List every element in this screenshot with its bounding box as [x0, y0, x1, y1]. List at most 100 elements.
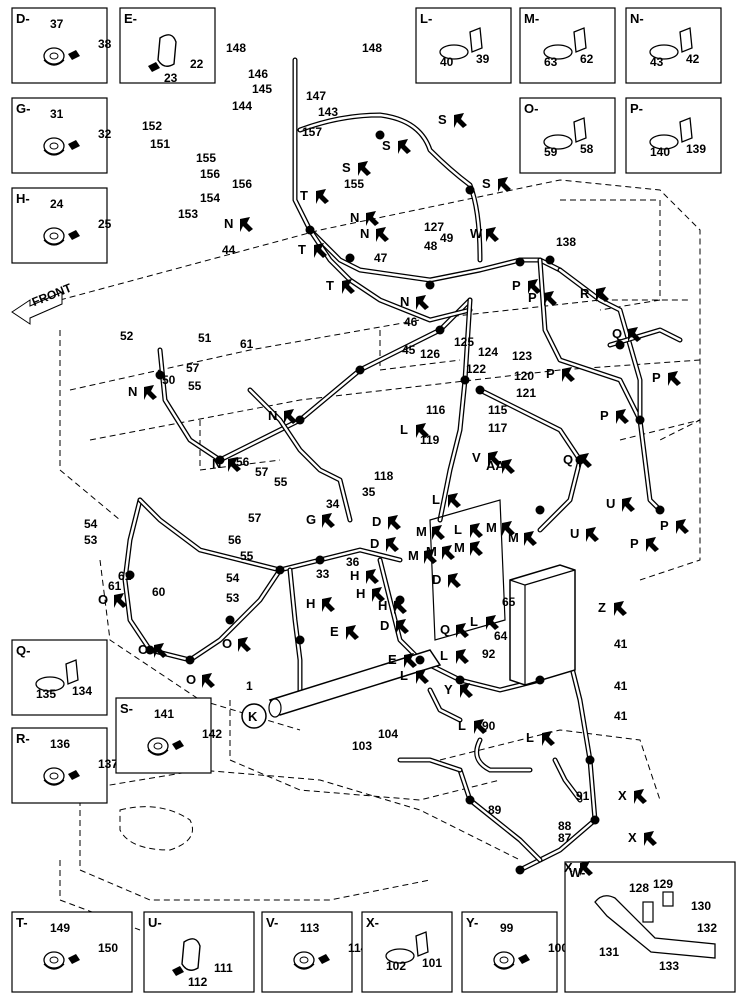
callout-p: P [528, 290, 557, 306]
callout-s: S [438, 112, 467, 128]
callout-arrow [474, 719, 487, 734]
callout-d: D [370, 536, 399, 552]
legend-part-number: 37 [50, 17, 64, 31]
callout-arrow [524, 531, 537, 546]
callout-arrow [486, 615, 499, 630]
callout-letter: S [342, 160, 351, 175]
part-number: 87 [558, 831, 572, 845]
part-number: 46 [404, 315, 418, 329]
callout-arrow [596, 287, 609, 302]
part-number: 34 [326, 497, 340, 511]
legend-part-number: 111 [214, 961, 233, 975]
callout-letter: T [300, 188, 308, 203]
part-number: 60 [152, 585, 166, 599]
callout-u: U [606, 496, 635, 512]
callout-letter: N [128, 384, 137, 399]
harness-clamp [295, 415, 305, 425]
legend-key: G- [16, 101, 30, 116]
callout-arrow [616, 409, 629, 424]
callout-n: N [350, 210, 379, 226]
legend-part-number: 133 [659, 959, 679, 973]
legend-part-number: 99 [500, 921, 514, 935]
legend-part-number: 150 [98, 941, 118, 955]
callout-q: Q [563, 452, 592, 468]
callout-letter: S [482, 176, 491, 191]
callout-letter: P [528, 290, 537, 305]
callout-r: R [580, 286, 609, 302]
harness-clamp [415, 655, 425, 665]
part-number: 154 [200, 191, 220, 205]
callout-e: E [330, 624, 359, 640]
legend-part-number: 135 [36, 687, 56, 701]
legend-key: Q- [16, 643, 30, 658]
callout-arrow [424, 549, 437, 564]
callout-h: H [356, 586, 385, 602]
part-number: 145 [252, 82, 272, 96]
callout-letter: H [350, 568, 359, 583]
callout-letter: S [382, 138, 391, 153]
callout-letter: P [630, 536, 639, 551]
callout-letter: N [400, 294, 409, 309]
harness-clamp [515, 257, 525, 267]
callout-z: Z [598, 600, 627, 616]
legend-key: M- [524, 11, 539, 26]
callout-letter: Y [444, 682, 453, 697]
callout-letter: Q [563, 452, 573, 467]
part-number: 92 [482, 647, 496, 661]
callout-letter: P [652, 370, 661, 385]
callout-p: P [630, 536, 659, 552]
callout-letter: R [580, 286, 590, 301]
callout-arrow [486, 227, 499, 242]
callout-h: H [306, 596, 335, 612]
part-number: 49 [440, 231, 454, 245]
harness-clamp [535, 505, 545, 515]
callout-arrow [376, 227, 389, 242]
harness-clamp [545, 255, 555, 265]
legend-part-number: 39 [476, 52, 490, 66]
callout-arrow [498, 177, 511, 192]
callout-x: X [564, 860, 593, 876]
callout-arrow [396, 619, 409, 634]
callout-arrow [442, 545, 455, 560]
callout-arrow [502, 521, 515, 536]
part-number: 55 [188, 379, 202, 393]
legend-part-number: 32 [98, 127, 112, 141]
callout-t: T [300, 188, 329, 204]
callout-arrow [470, 541, 483, 556]
legend-part-number: 137 [98, 757, 118, 771]
callout-letter: Z [598, 600, 606, 615]
legend-part-number: 62 [580, 52, 594, 66]
legend-part-number: 63 [544, 55, 558, 69]
part-number: 57 [248, 511, 262, 525]
legend-part-number: 142 [202, 727, 222, 741]
callout-letter: E [330, 624, 339, 639]
harness-clamp [515, 865, 525, 875]
callout-arrow [579, 453, 592, 468]
legend-key: N- [630, 11, 644, 26]
harness-clamp [275, 565, 285, 575]
part-number: 155 [344, 177, 364, 191]
part-number: 57 [255, 465, 269, 479]
callout-q: Q [440, 622, 469, 638]
callout-m: M [454, 540, 483, 556]
callout-arrow [502, 459, 515, 474]
part-number: 117 [488, 421, 508, 435]
part-number: 41 [614, 637, 628, 651]
part-number: 118 [374, 469, 394, 483]
callout-m: M [416, 524, 445, 540]
callout-s: S [382, 138, 411, 154]
callout-n: N [400, 294, 429, 310]
harness-clamp [455, 675, 465, 685]
legend-key: P- [630, 101, 643, 116]
part-number: 148 [226, 41, 246, 55]
part-number: 50 [162, 373, 176, 387]
legend-key: D- [16, 11, 30, 26]
